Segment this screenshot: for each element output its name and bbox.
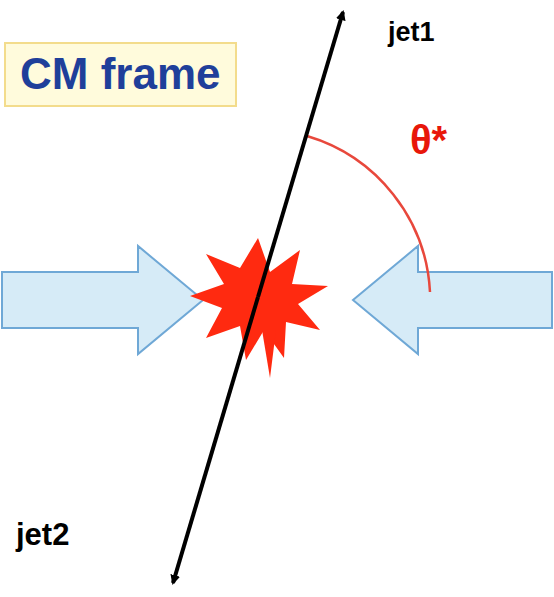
title-box: CM frame (4, 42, 237, 107)
jet-line (173, 297, 258, 583)
jet-label: jet1 (388, 18, 435, 48)
beam-arrow (2, 246, 203, 354)
jet-label: jet2 (16, 518, 69, 552)
beam-arrow (353, 246, 552, 354)
title-text: CM frame (20, 50, 221, 98)
angle-label: θ* (410, 118, 447, 162)
jet-line (258, 12, 343, 297)
collision-spark (262, 330, 276, 378)
